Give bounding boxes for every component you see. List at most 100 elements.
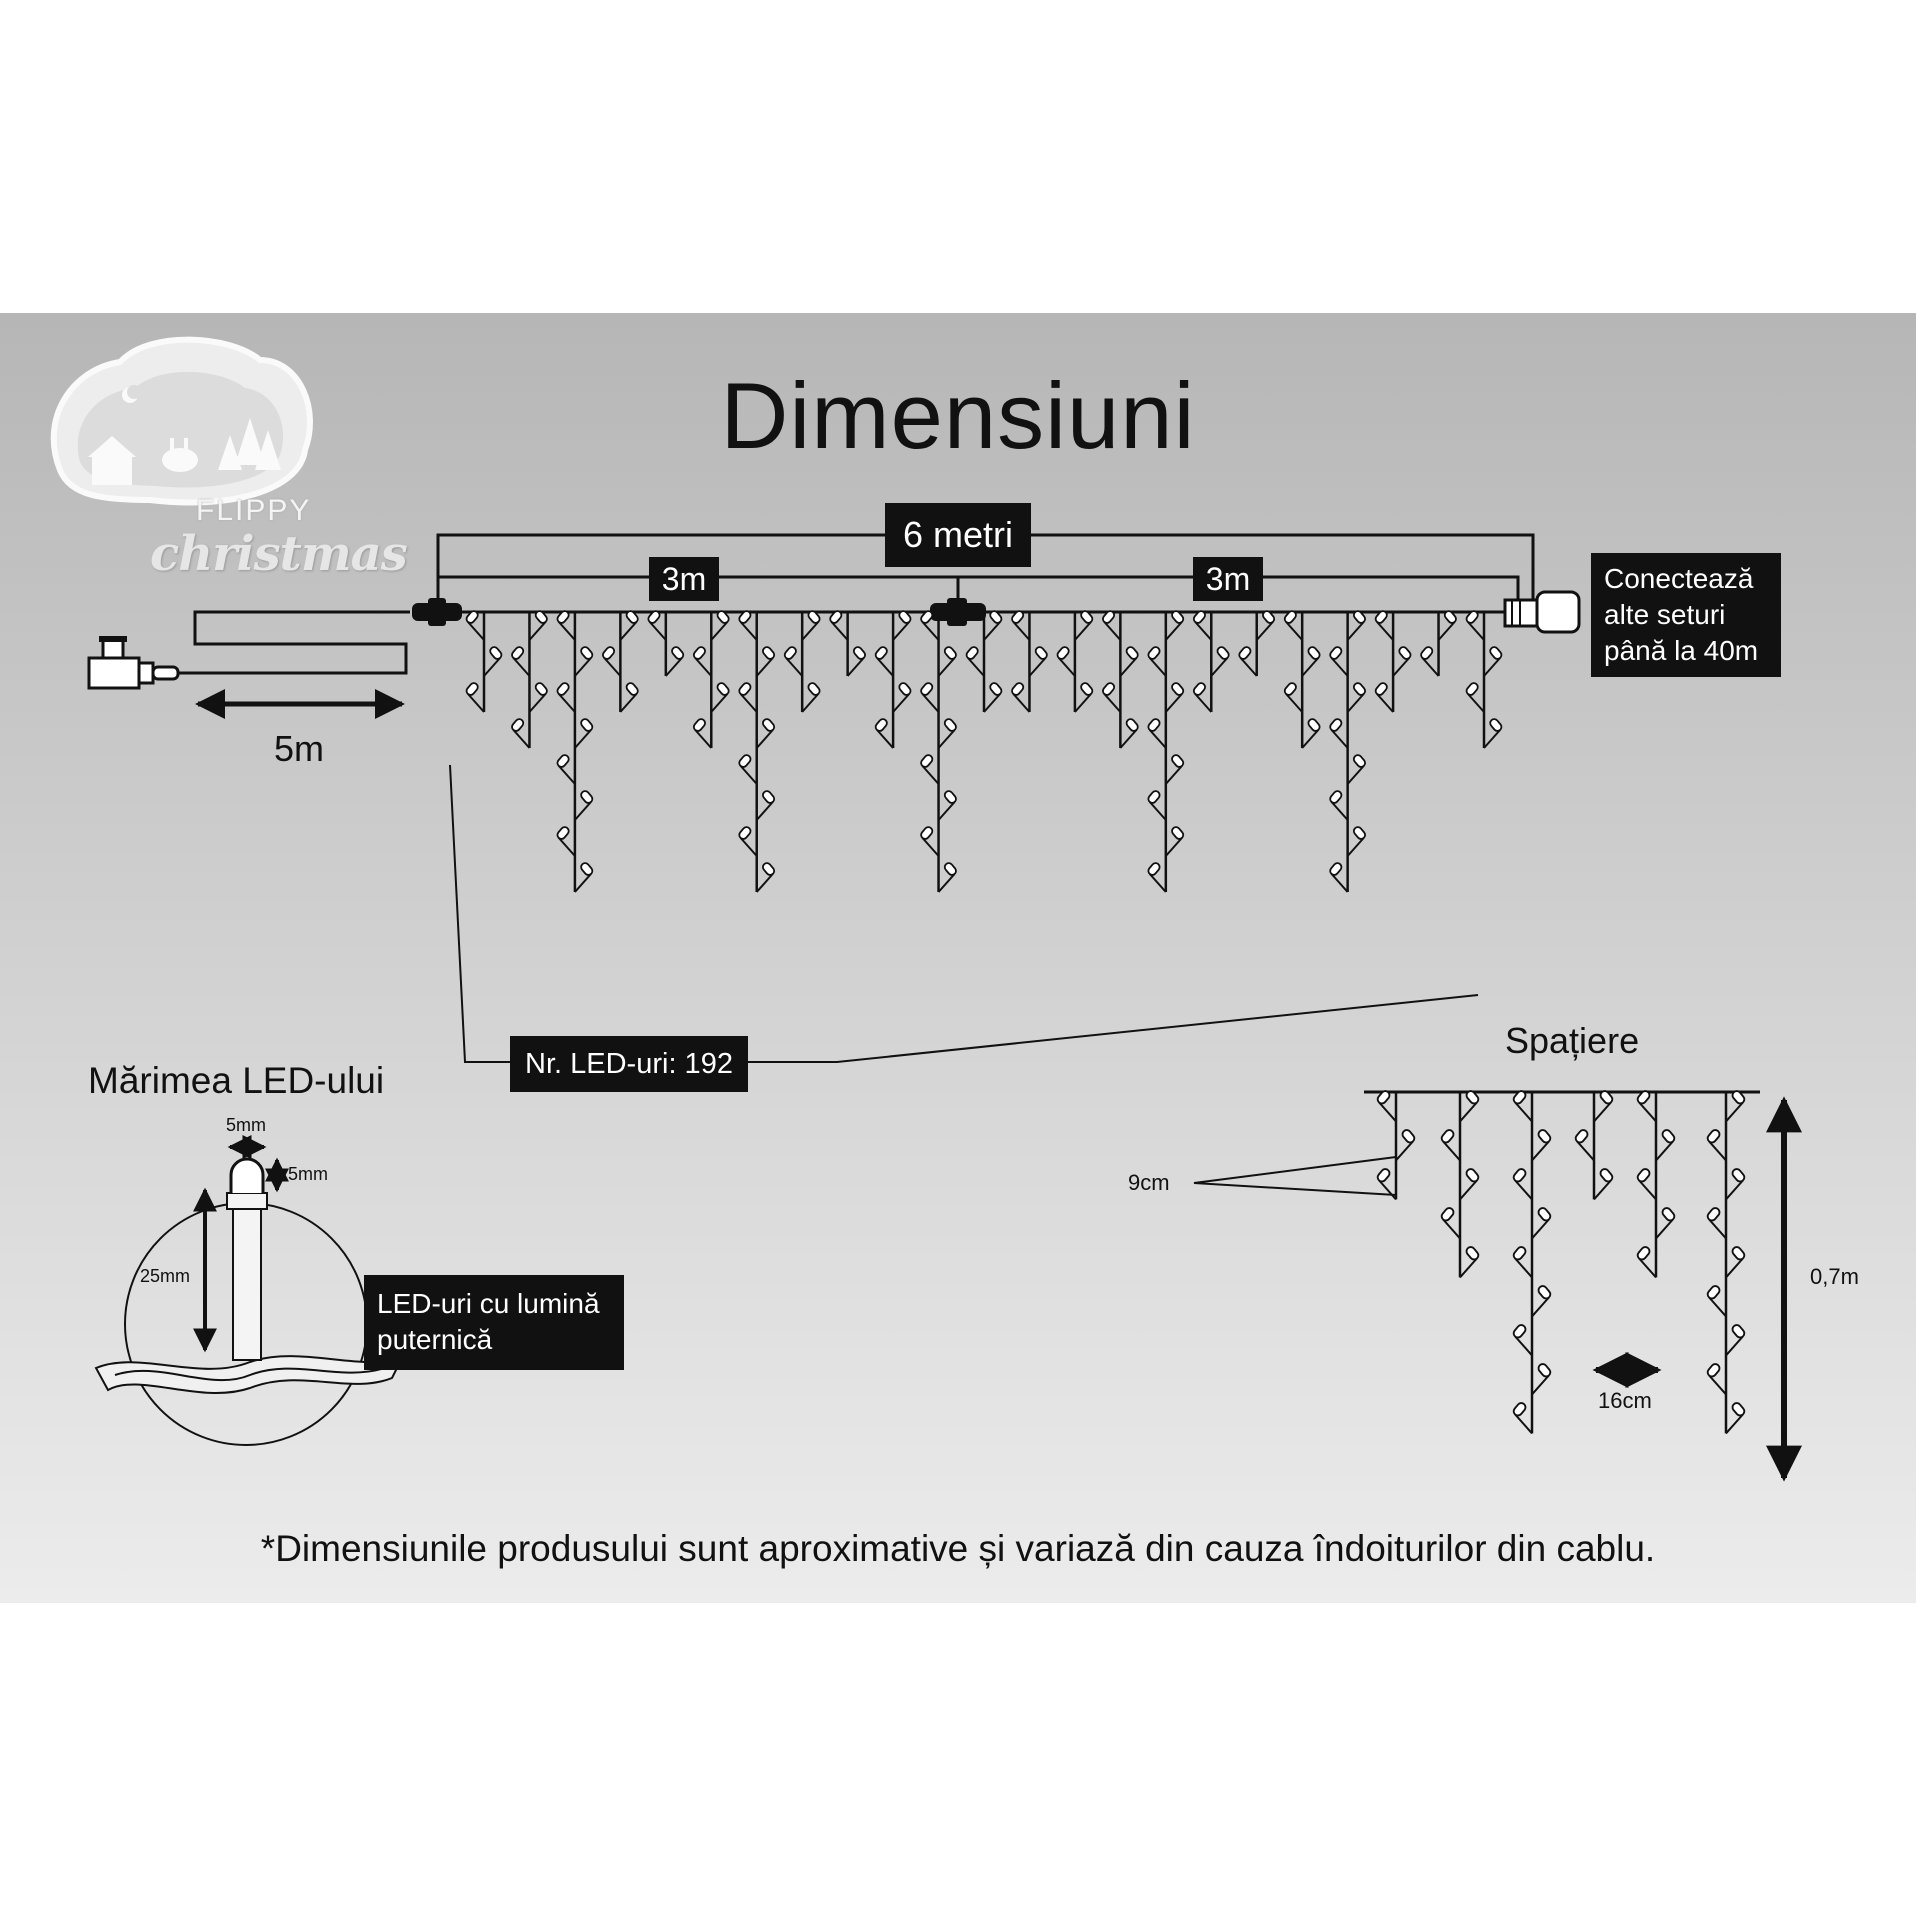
led-bulb — [1102, 610, 1116, 624]
led-bulb — [1192, 682, 1206, 696]
led-bulb — [580, 646, 594, 660]
led-bulb — [1420, 646, 1434, 660]
led-bulb — [580, 790, 594, 804]
led-bulb — [989, 682, 1003, 696]
spacing-heading: Spațiere — [1505, 1020, 1640, 1061]
led-bulb — [716, 610, 730, 624]
led-bulb — [1398, 646, 1412, 660]
led-bulb — [1034, 646, 1048, 660]
led-bulb — [580, 718, 594, 732]
connect-note-box: Conectează alte seturi până la 40m — [1591, 553, 1781, 677]
connect-note-line-1: Conectează — [1604, 563, 1754, 594]
led-bulb — [943, 862, 957, 876]
vertical-spacing-label: 9cm — [1128, 1170, 1170, 1195]
led-bulb — [1147, 790, 1161, 804]
total-length-label: 6 metri — [902, 514, 1014, 555]
led-bulb — [943, 718, 957, 732]
led-bulb — [534, 610, 548, 624]
led-bulb — [762, 718, 776, 732]
led-bulb — [920, 754, 934, 768]
led-bulb — [1283, 610, 1297, 624]
led-bulb — [874, 646, 888, 660]
led-width-label: 5mm — [226, 1115, 266, 1135]
led-bulb — [1125, 646, 1139, 660]
brand-logo-christmas: christmas — [150, 526, 408, 582]
led-bulb — [1731, 1090, 1746, 1105]
led-bulb — [1352, 826, 1366, 840]
cable-connector-left — [412, 598, 462, 626]
led-size-detail — [94, 1135, 404, 1446]
six-metri-label-bg — [885, 503, 1031, 567]
led-bulb — [1465, 1090, 1480, 1105]
led-bulb — [1443, 610, 1457, 624]
led-bulb — [1125, 718, 1139, 732]
cable-connector-middle — [930, 598, 986, 626]
led-bulb — [1238, 646, 1252, 660]
led-bulb — [580, 862, 594, 876]
led-bulb — [1376, 1168, 1391, 1183]
led-bulb — [738, 754, 752, 768]
led-bulb — [1731, 1402, 1746, 1417]
led-bulb — [1401, 1129, 1416, 1144]
led-bulb — [898, 682, 912, 696]
led-bulb — [534, 682, 548, 696]
led-bulb — [1352, 610, 1366, 624]
led-bulb — [489, 646, 503, 660]
led-bulb — [943, 790, 957, 804]
page-title: Dimensiuni — [720, 363, 1196, 468]
led-bulb — [1262, 610, 1276, 624]
led-bulb — [1080, 610, 1094, 624]
led-bulb — [852, 646, 866, 660]
led-bulb — [762, 646, 776, 660]
led-bulb — [1512, 1324, 1527, 1339]
led-bulb — [556, 826, 570, 840]
led-bulb — [1376, 1090, 1391, 1105]
led-bulb — [1329, 718, 1343, 732]
led-size-heading: Mărimea LED-ului — [88, 1060, 385, 1101]
led-bulb — [625, 610, 639, 624]
led-count-leader — [449, 764, 510, 1063]
led-bulb — [1171, 610, 1185, 624]
led-bulb — [1374, 682, 1388, 696]
led-bulb — [1706, 1207, 1721, 1222]
led-bulb — [1512, 1402, 1527, 1417]
led-bulb — [1599, 1168, 1614, 1183]
led-bulb — [1636, 1090, 1651, 1105]
brand-logo-flippy: FLIPPY — [196, 494, 312, 527]
led-bulb — [738, 826, 752, 840]
led-bulb — [1661, 1129, 1676, 1144]
led-bulb — [1147, 862, 1161, 876]
led-bulb — [1706, 1363, 1721, 1378]
led-bulb — [1731, 1246, 1746, 1261]
led-bulb — [1307, 646, 1321, 660]
led-bulb — [647, 610, 661, 624]
led-bulb — [1216, 646, 1230, 660]
led-bulb — [1147, 646, 1161, 660]
led-bulb — [807, 682, 821, 696]
led-bulb — [1537, 1129, 1552, 1144]
led-bulb — [1489, 718, 1503, 732]
led-bulb — [625, 682, 639, 696]
led-bulb — [898, 610, 912, 624]
led-bulb — [1192, 610, 1206, 624]
led-bulb — [1636, 1168, 1651, 1183]
led-bulb — [465, 682, 479, 696]
led-bulb — [1636, 1246, 1651, 1261]
led-bulb — [1329, 862, 1343, 876]
led-bulb — [829, 610, 843, 624]
led-bulb — [1011, 610, 1025, 624]
half-length-left-label: 3m — [661, 560, 707, 597]
led-bulb — [1512, 1168, 1527, 1183]
led-bulb — [1731, 1324, 1746, 1339]
led-bulb — [1465, 1168, 1480, 1183]
led-bulb — [1599, 1090, 1614, 1105]
led-bulb — [920, 826, 934, 840]
icicle-drops — [465, 610, 1503, 893]
led-bulb — [465, 610, 479, 624]
led-bulb — [1147, 718, 1161, 732]
three-m-left-label-bg — [649, 557, 719, 601]
led-length-label: 25mm — [140, 1266, 191, 1286]
led-bulb — [1056, 646, 1070, 660]
